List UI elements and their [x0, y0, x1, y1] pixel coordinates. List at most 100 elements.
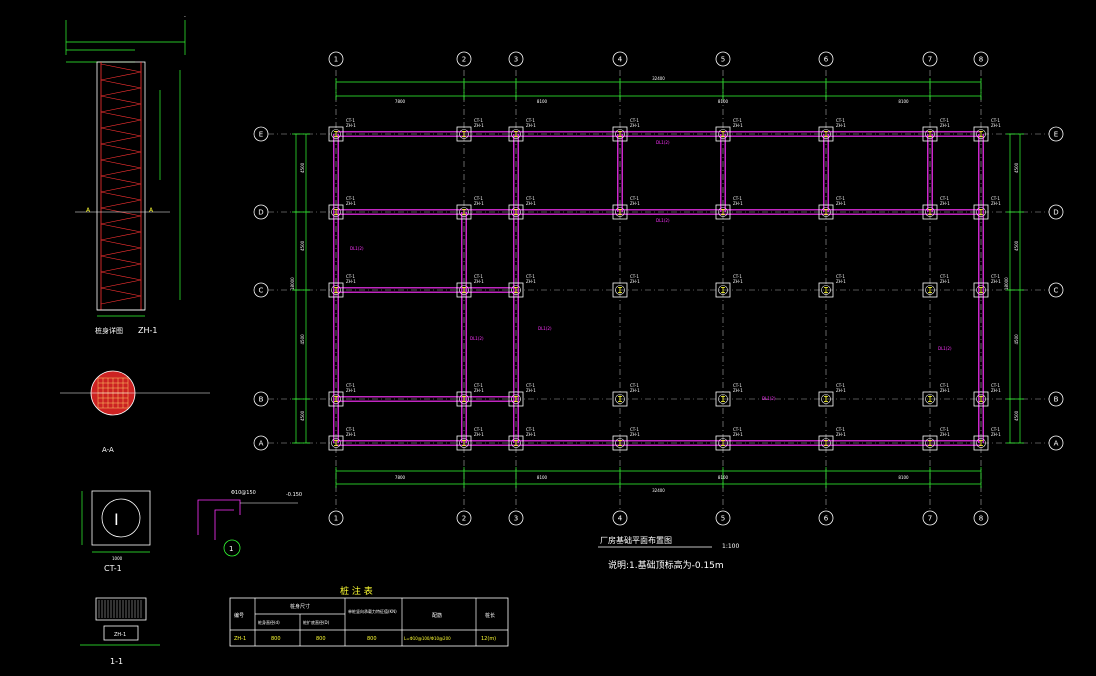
svg-text:CT-1: CT-1 — [526, 118, 535, 123]
svg-text:ZH-1: ZH-1 — [346, 279, 356, 284]
pile-cap: CT-1ZH-1 — [922, 118, 950, 142]
pile-cap: CT-1ZH-1 — [612, 196, 640, 220]
svg-text:4: 4 — [618, 56, 623, 64]
svg-text:桩身详图: 桩身详图 — [95, 326, 123, 335]
svg-text:8: 8 — [979, 56, 983, 64]
axis-grid-lines — [268, 70, 1050, 510]
svg-text:ZH-1: ZH-1 — [114, 632, 126, 638]
svg-text:1: 1 — [229, 545, 233, 553]
beam-label-0: DL1(2) — [656, 140, 670, 145]
cap-plan-detail: I 1000 CT-1 — [81, 490, 151, 573]
svg-text:CT-1: CT-1 — [940, 427, 949, 432]
axis-bubble-top-3: 3 — [508, 51, 524, 67]
axis-bubble-bottom-1: 1 — [328, 510, 344, 526]
beam-label-3: DL1(2) — [470, 336, 484, 341]
pile-cap: CT-1ZH-1 — [715, 274, 743, 298]
svg-text:12(m): 12(m) — [481, 636, 496, 642]
svg-text:CT-1: CT-1 — [991, 196, 1000, 201]
svg-text:C: C — [259, 287, 264, 295]
pile-cap: CT-1ZH-1 — [612, 383, 640, 407]
svg-text:ZH-1: ZH-1 — [474, 432, 484, 437]
svg-text:B: B — [1054, 396, 1059, 404]
svg-text:ZH-1: ZH-1 — [940, 123, 950, 128]
pile-cap: CT-1ZH-1 — [328, 196, 356, 220]
axis-bubble-left-B: B — [253, 391, 269, 407]
pile-cap: CT-1ZH-1 — [922, 196, 950, 220]
pile-cap: CT-1ZH-1 — [612, 427, 640, 451]
svg-text:CT-1: CT-1 — [630, 274, 639, 279]
svg-text:5: 5 — [721, 56, 725, 64]
table-header-id: 编号 — [234, 612, 244, 619]
detail-1: Φ10@150 -0.150 1 — [197, 490, 302, 557]
svg-text:CT-1: CT-1 — [733, 118, 742, 123]
svg-text:E: E — [259, 131, 263, 139]
svg-text:ZH-1: ZH-1 — [630, 388, 640, 393]
plan-scale: 1:100 — [722, 543, 739, 550]
pile-cap: CT-1ZH-1 — [973, 118, 1001, 142]
pile-schedule-table: 桩 注 表 编号 桩身尺寸 单桩竖向承载力特征值(KN) 配筋 桩长 桩身直径(… — [229, 585, 509, 647]
pile-cap: CT-1ZH-1 — [818, 274, 846, 298]
svg-text:CT-1: CT-1 — [991, 383, 1000, 388]
axis-bubble-bottom-6: 6 — [818, 510, 834, 526]
svg-text:A: A — [149, 207, 154, 214]
dim-total-length-top: 32400 — [652, 76, 665, 81]
svg-text:2: 2 — [462, 56, 466, 64]
svg-text:ZH-1: ZH-1 — [836, 201, 846, 206]
svg-text:3: 3 — [514, 56, 518, 64]
svg-text:CT-1: CT-1 — [526, 427, 535, 432]
pile-cap: CT-1ZH-1 — [973, 274, 1001, 298]
dim-span-top-2: 8100 — [718, 99, 729, 104]
svg-text:CT-1: CT-1 — [940, 196, 949, 201]
table-subheader-D: 桩扩底直径(D) — [303, 619, 330, 625]
pile-cap: CT-1ZH-1 — [456, 196, 484, 220]
svg-text:CT-1: CT-1 — [630, 118, 639, 123]
svg-text:D: D — [1053, 209, 1058, 217]
pile-cap: CT-1ZH-1 — [715, 427, 743, 451]
svg-text:ZH-1: ZH-1 — [940, 201, 950, 206]
svg-text:ZH-1: ZH-1 — [991, 201, 1001, 206]
dimension-lines — [292, 78, 1024, 488]
svg-text:7: 7 — [928, 56, 932, 64]
svg-text:桩 注 表: 桩 注 表 — [340, 585, 373, 597]
axis-bubble-right-A: A — [1048, 435, 1064, 451]
dim-span-left-1: 4500 — [300, 240, 305, 251]
dim-total-length-bottom: 32400 — [652, 488, 665, 493]
svg-text:CT-1: CT-1 — [474, 427, 483, 432]
svg-text:ZH-1: ZH-1 — [733, 388, 743, 393]
axis-bubble-left-E: E — [253, 126, 269, 142]
svg-text:CT-1: CT-1 — [836, 427, 845, 432]
pile-cap: CT-1ZH-1 — [818, 427, 846, 451]
table-header-capacity: 单桩竖向承载力特征值(KN) — [348, 608, 397, 614]
svg-text:ZH-1: ZH-1 — [630, 123, 640, 128]
svg-text:CT-1: CT-1 — [526, 383, 535, 388]
svg-text:ZH-1: ZH-1 — [346, 123, 356, 128]
pile-section-detail: - A A 桩身详图 ZH-1 — [65, 14, 186, 335]
table-header-rebar: 配筋 — [432, 612, 442, 619]
dim-span-right-1: 4500 — [1014, 240, 1019, 251]
svg-text:CT-1: CT-1 — [991, 427, 1000, 432]
axis-bubble-top-6: 6 — [818, 51, 834, 67]
svg-text:ZH-1: ZH-1 — [474, 388, 484, 393]
svg-text:CT-1: CT-1 — [733, 196, 742, 201]
svg-text:E: E — [1054, 131, 1058, 139]
dim-span-left-3: 4500 — [300, 410, 305, 421]
svg-text:1-1: 1-1 — [110, 657, 123, 666]
pile-cap: CT-1ZH-1 — [456, 274, 484, 298]
axis-bubble-bottom-2: 2 — [456, 510, 472, 526]
pile-cap: CT-1ZH-1 — [922, 383, 950, 407]
pile-cap: CT-1ZH-1 — [973, 383, 1001, 407]
svg-text:ZH-1: ZH-1 — [940, 279, 950, 284]
svg-text:ZH-1: ZH-1 — [733, 279, 743, 284]
svg-text:CT-1: CT-1 — [474, 274, 483, 279]
svg-text:ZH-1: ZH-1 — [346, 388, 356, 393]
pile-cap: CT-1ZH-1 — [922, 427, 950, 451]
svg-text:ZH-1: ZH-1 — [940, 432, 950, 437]
svg-text:ZH-1: ZH-1 — [991, 388, 1001, 393]
svg-text:ZH-1: ZH-1 — [991, 432, 1001, 437]
axis-bubble-bottom-5: 5 — [715, 510, 731, 526]
pile-cap: CT-1ZH-1 — [973, 196, 1001, 220]
pile-cap: CT-1ZH-1 — [818, 383, 846, 407]
svg-text:4: 4 — [618, 515, 623, 523]
dim-span-right-3: 4500 — [1014, 410, 1019, 421]
